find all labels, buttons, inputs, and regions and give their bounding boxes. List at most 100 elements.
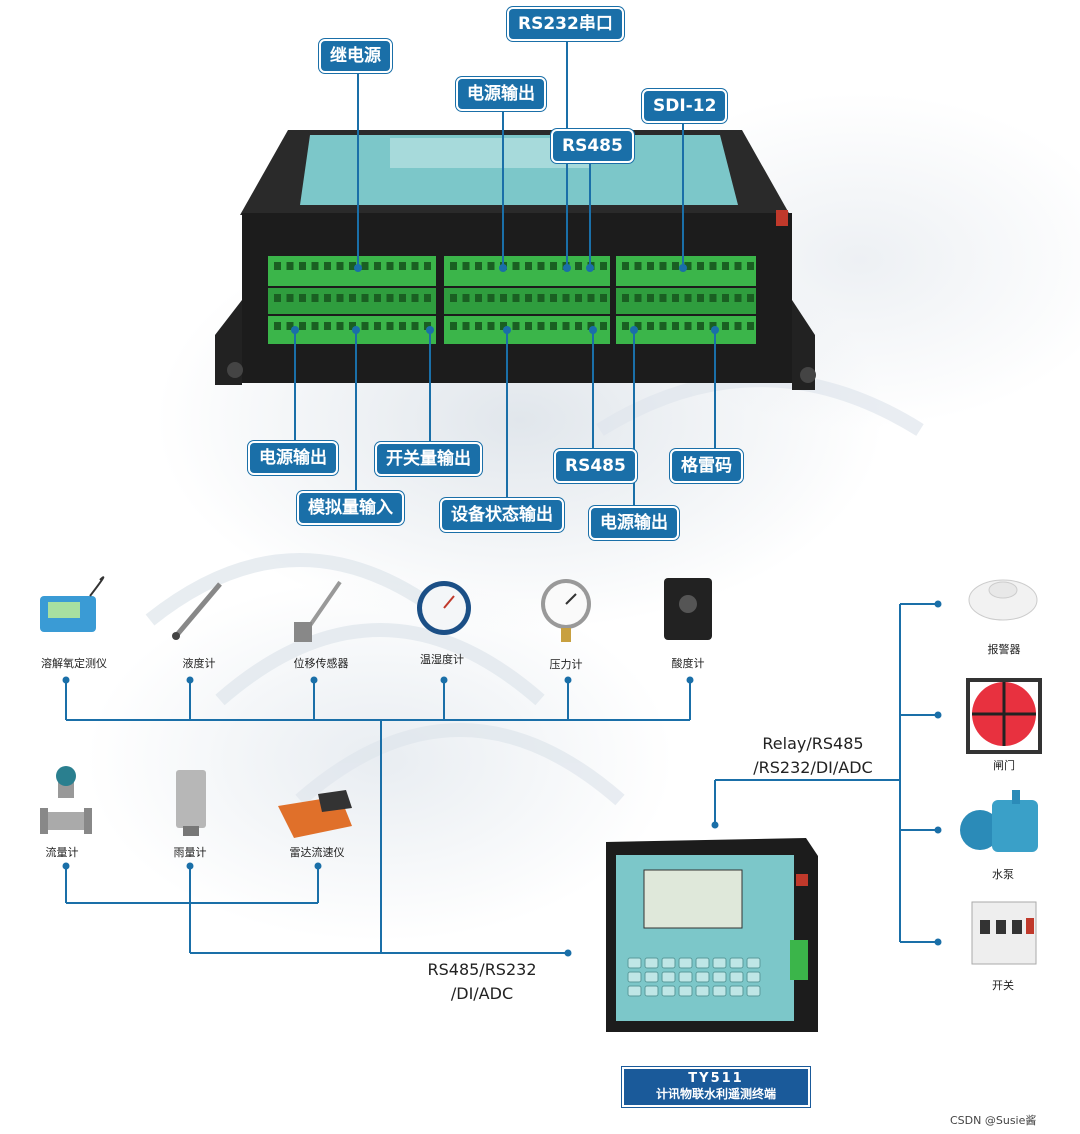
terminal-pin [286, 322, 294, 330]
terminal-pin [361, 262, 369, 270]
terminal-pin [274, 322, 281, 330]
terminal-pin [411, 262, 419, 270]
keypad-key [678, 971, 693, 983]
terminal-pin [634, 262, 642, 270]
terminal-pin [672, 294, 679, 302]
terminal-pin [747, 322, 754, 330]
callout-power-output-right: 电源输出 [589, 506, 679, 540]
terminal-pin [349, 262, 356, 270]
actuator-label: 开关 [992, 979, 1014, 992]
water-pump-icon [960, 790, 1038, 852]
terminal-pin [634, 294, 642, 302]
terminal-pin [349, 322, 356, 330]
keypad-key [746, 957, 761, 969]
terminal-pin [550, 294, 557, 302]
terminal-pin [399, 322, 406, 330]
keypad-key [678, 957, 693, 969]
terminal-pin [722, 262, 729, 270]
keypad-key [644, 957, 659, 969]
radar-velocimeter-icon [278, 790, 352, 838]
callout-rs232: RS232串口 [507, 7, 624, 41]
sensor-label: 液度计 [182, 657, 216, 670]
terminal-pin [475, 262, 482, 270]
terminal-pin [475, 322, 482, 330]
callout-sdi12: SDI-12 [642, 89, 728, 123]
bus-label-right: Relay/RS485 /RS232/DI/ADC [738, 732, 888, 780]
terminal-pin [374, 294, 381, 302]
terminal-pin [622, 262, 629, 270]
terminal-pin [537, 322, 545, 330]
terminal-title: TY511 计讯物联水利遥测终端 [622, 1067, 810, 1107]
bottom-leader-dots [291, 326, 719, 334]
keypad-key [712, 985, 727, 997]
terminal-pin [525, 294, 532, 302]
terminal-pin [324, 262, 331, 270]
sensor-label: 压力计 [549, 658, 583, 671]
keypad-key [695, 957, 710, 969]
terminal-pin [500, 294, 507, 302]
terminal-pin [399, 294, 406, 302]
terminal-pin [684, 322, 692, 330]
terminal-pin [424, 294, 431, 302]
terminal-pin [672, 322, 679, 330]
terminal-pin [647, 262, 654, 270]
terminal-pin [747, 262, 754, 270]
keypad-key [695, 985, 710, 997]
terminal-pin [424, 262, 431, 270]
terminal-pin [600, 262, 607, 270]
terminal-pin [462, 262, 470, 270]
bus-label-left: RS485/RS232 /DI/ADC [412, 958, 552, 1006]
terminal-pin [386, 322, 394, 330]
terminal-pin [286, 294, 294, 302]
sensor-label: 位移传感器 [293, 657, 349, 670]
terminal-pin [274, 294, 281, 302]
bus-label-right-line1: Relay/RS485 [762, 734, 864, 753]
terminal-pin [424, 322, 431, 330]
terminal-pin [697, 322, 704, 330]
terminal-pin [722, 322, 729, 330]
terminal-pin [659, 294, 667, 302]
actuator-label: 报警器 [987, 643, 1021, 656]
terminal-pin [411, 294, 419, 302]
terminal-pin [324, 294, 331, 302]
terminal-pin [475, 294, 482, 302]
terminal-pin [450, 294, 457, 302]
terminal-pin [672, 262, 679, 270]
level-gauge-icon [172, 582, 222, 640]
terminal-pin [634, 322, 642, 330]
terminal-pin [311, 294, 319, 302]
terminal-pin [734, 262, 742, 270]
terminal-pin [299, 262, 306, 270]
terminal-pin [709, 322, 717, 330]
terminal-pin [550, 262, 557, 270]
terminal-pin [374, 322, 381, 330]
terminal-pin [537, 294, 545, 302]
terminal-pin [311, 322, 319, 330]
keypad-key [695, 971, 710, 983]
keypad-key [729, 957, 744, 969]
alarm-icon [968, 579, 1038, 621]
terminal-pin [575, 262, 582, 270]
terminal-pin [336, 294, 344, 302]
actuator-label: 水泵 [992, 868, 1014, 881]
keypad-key [627, 985, 642, 997]
keypad-key [644, 985, 659, 997]
terminal-model: TY511 [688, 1071, 744, 1086]
callout-analog-input: 模拟量输入 [297, 491, 404, 525]
ty511-terminal [606, 838, 818, 1032]
terminal-pin [575, 322, 582, 330]
callout-rs485-top: RS485 [551, 129, 634, 163]
pressure-gauge-icon [541, 579, 591, 642]
keypad-key [644, 971, 659, 983]
callout-status-output: 设备状态输出 [440, 498, 564, 532]
terminal-pin [286, 262, 294, 270]
keypad-key [661, 971, 676, 983]
callout-gray-code: 格雷码 [670, 449, 743, 483]
actuator-label: 闸门 [993, 759, 1015, 772]
keypad-key [661, 985, 676, 997]
terminal-pin [659, 262, 667, 270]
terminal-pin [336, 262, 344, 270]
keypad-key [661, 957, 676, 969]
terminal-pin [647, 322, 654, 330]
keypad-key [712, 971, 727, 983]
